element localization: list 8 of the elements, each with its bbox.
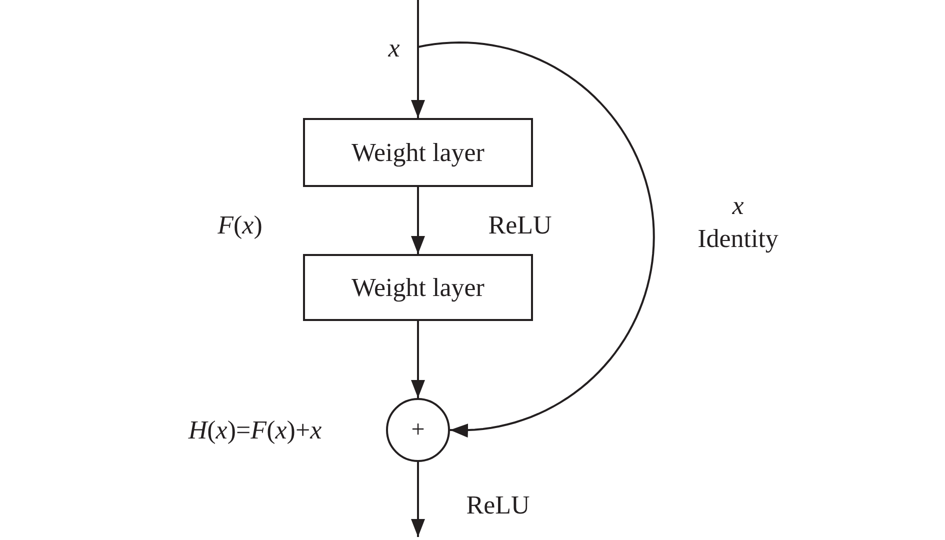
arrow bbox=[411, 187, 425, 254]
summation-node: + bbox=[386, 398, 450, 462]
process-box: Weight layer bbox=[303, 118, 533, 187]
process-box: Weight layer bbox=[303, 254, 533, 321]
arrow bbox=[418, 42, 655, 438]
arrow bbox=[411, 321, 425, 398]
arrow bbox=[411, 462, 425, 537]
arrow bbox=[411, 0, 425, 118]
